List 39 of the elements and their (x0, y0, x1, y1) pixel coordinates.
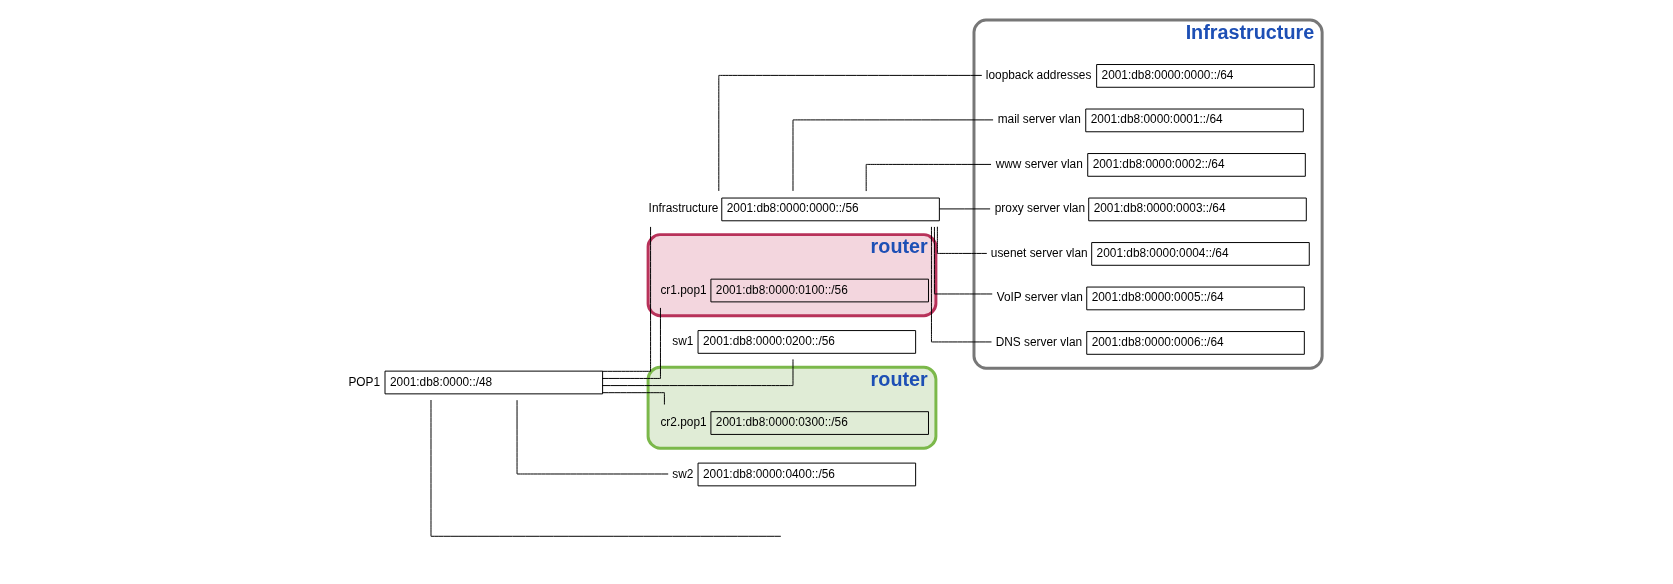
node-box: 2001:db8:0000:0100::/56 (709, 278, 929, 303)
node-box: 2001:db8:0000:0005::/64 (1085, 286, 1305, 311)
connector (430, 399, 781, 537)
node-label: Infrastructure (648, 201, 718, 216)
node-label: sw1 (671, 334, 693, 349)
connector (933, 226, 993, 295)
connector (601, 358, 793, 387)
node-label: sw2 (671, 466, 693, 481)
connector (930, 226, 992, 343)
node-box: 2001:db8:0000:0002::/64 (1086, 153, 1306, 177)
connector (792, 119, 994, 192)
node-box: 2001:db8:0000:0006::/64 (1085, 331, 1305, 355)
node-label: cr2.pop1 (659, 415, 707, 430)
node-label: VoIP server vlan (996, 290, 1083, 305)
node-label: POP1 (347, 374, 380, 389)
node-label: mail server vlan (997, 112, 1081, 127)
connector (516, 399, 669, 475)
node-box: 2001:db8:0000:0004::/64 (1090, 242, 1310, 266)
connector (938, 208, 991, 210)
node-label: proxy server vlan (994, 201, 1085, 216)
connector (717, 74, 982, 192)
node-label: DNS server vlan (995, 335, 1082, 349)
node-label: www server vlan (995, 156, 1083, 171)
node-box: 2001:db8:0000:0300::/56 (709, 411, 929, 435)
node-label: loopback addresses (985, 67, 1091, 82)
node-box: 2001:db8:0000:0001::/64 (1084, 108, 1304, 133)
node-box: 2001:db8:0000:0400::/56 (697, 462, 916, 487)
connector (601, 226, 651, 372)
connector (601, 392, 665, 405)
node-box: 2001:db8:0000:0200::/56 (697, 330, 916, 354)
connector (601, 307, 661, 379)
node-label: usenet server vlan (990, 245, 1088, 260)
node-box: 2001:db8:0000:0000::/64 (1095, 64, 1315, 88)
node-box: 2001:db8:0000:0000::/56 (720, 197, 940, 222)
node-label: cr1.pop1 (659, 282, 707, 297)
connector (936, 226, 987, 254)
node-box: 2001:db8:0000::/48 (384, 370, 603, 395)
connector (865, 163, 992, 192)
node-box: 2001:db8:0000:0003::/64 (1087, 197, 1307, 222)
